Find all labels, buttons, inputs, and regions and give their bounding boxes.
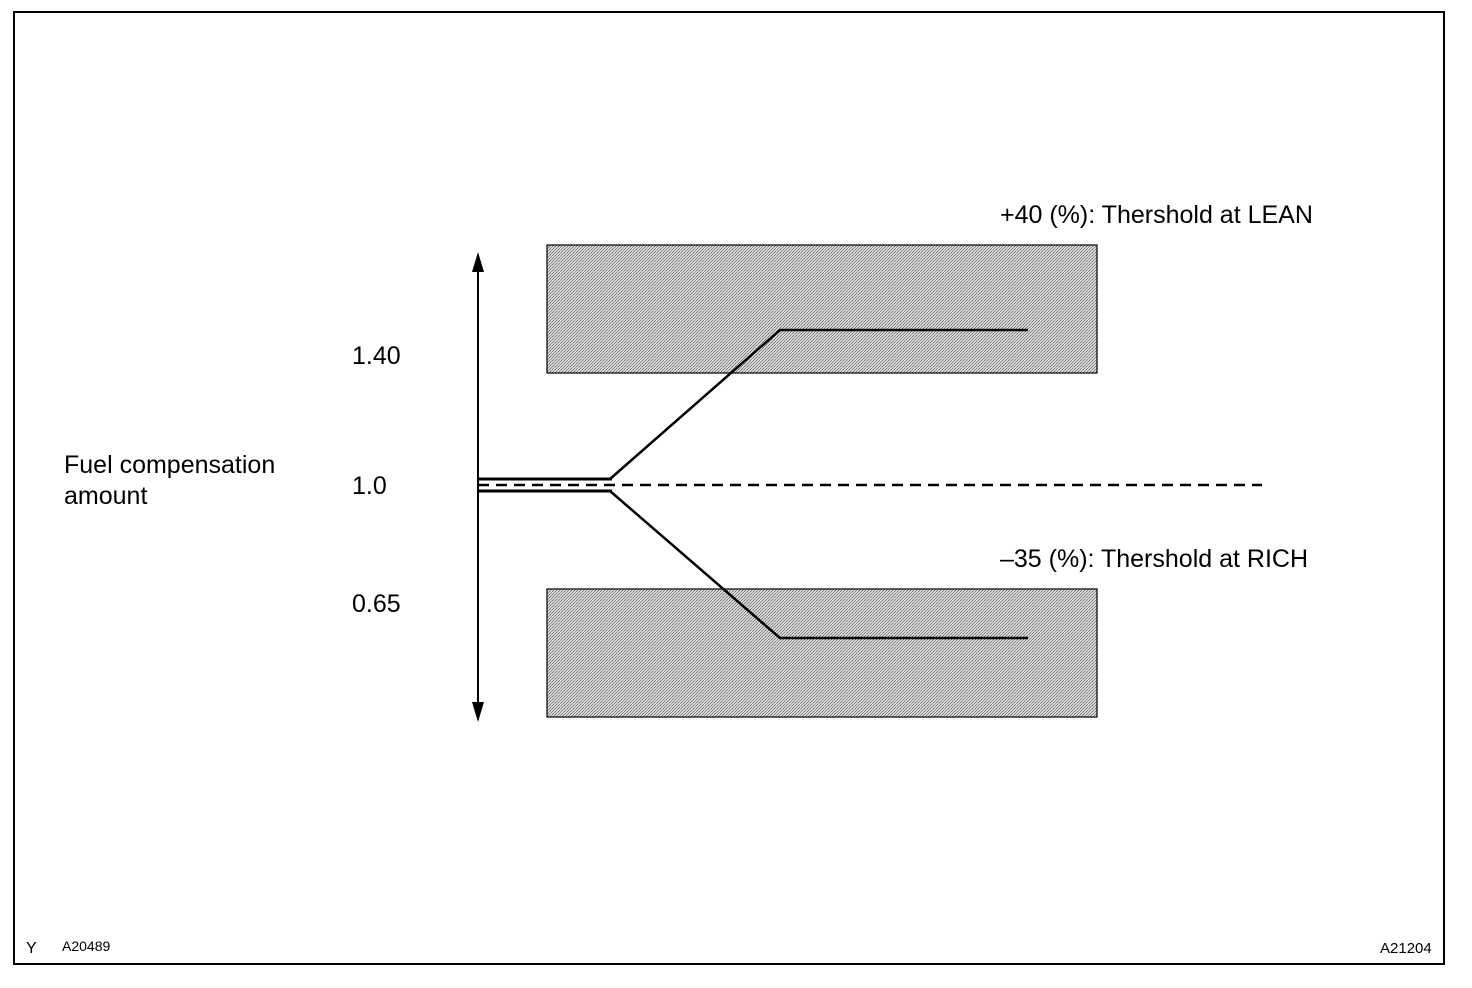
lean-compensation-line — [609, 328, 1028, 480]
arrow-up-head — [472, 252, 484, 272]
arrow-down-head — [472, 702, 484, 722]
lean-threshold-zone — [546, 244, 1098, 374]
axis-label-line1: Fuel compensation — [64, 451, 275, 479]
lean-threshold-label: +40 (%): Thershold at LEAN — [1000, 201, 1313, 229]
diagram-frame — [13, 11, 1445, 965]
tick-label-center: 1.0 — [352, 472, 387, 500]
axis-label-line2: amount — [64, 482, 147, 510]
tick-label-lower: 0.65 — [352, 590, 401, 618]
rich-threshold-label: –35 (%): Thershold at RICH — [1000, 545, 1308, 573]
footer-left-code: A20489 — [62, 938, 110, 954]
tick-label-upper: 1.40 — [352, 342, 401, 370]
footer-right-code: A21204 — [1380, 940, 1432, 957]
rich-compensation-line — [609, 490, 1028, 640]
rich-threshold-zone — [546, 588, 1098, 718]
footer-code-letter: Y — [26, 940, 37, 957]
